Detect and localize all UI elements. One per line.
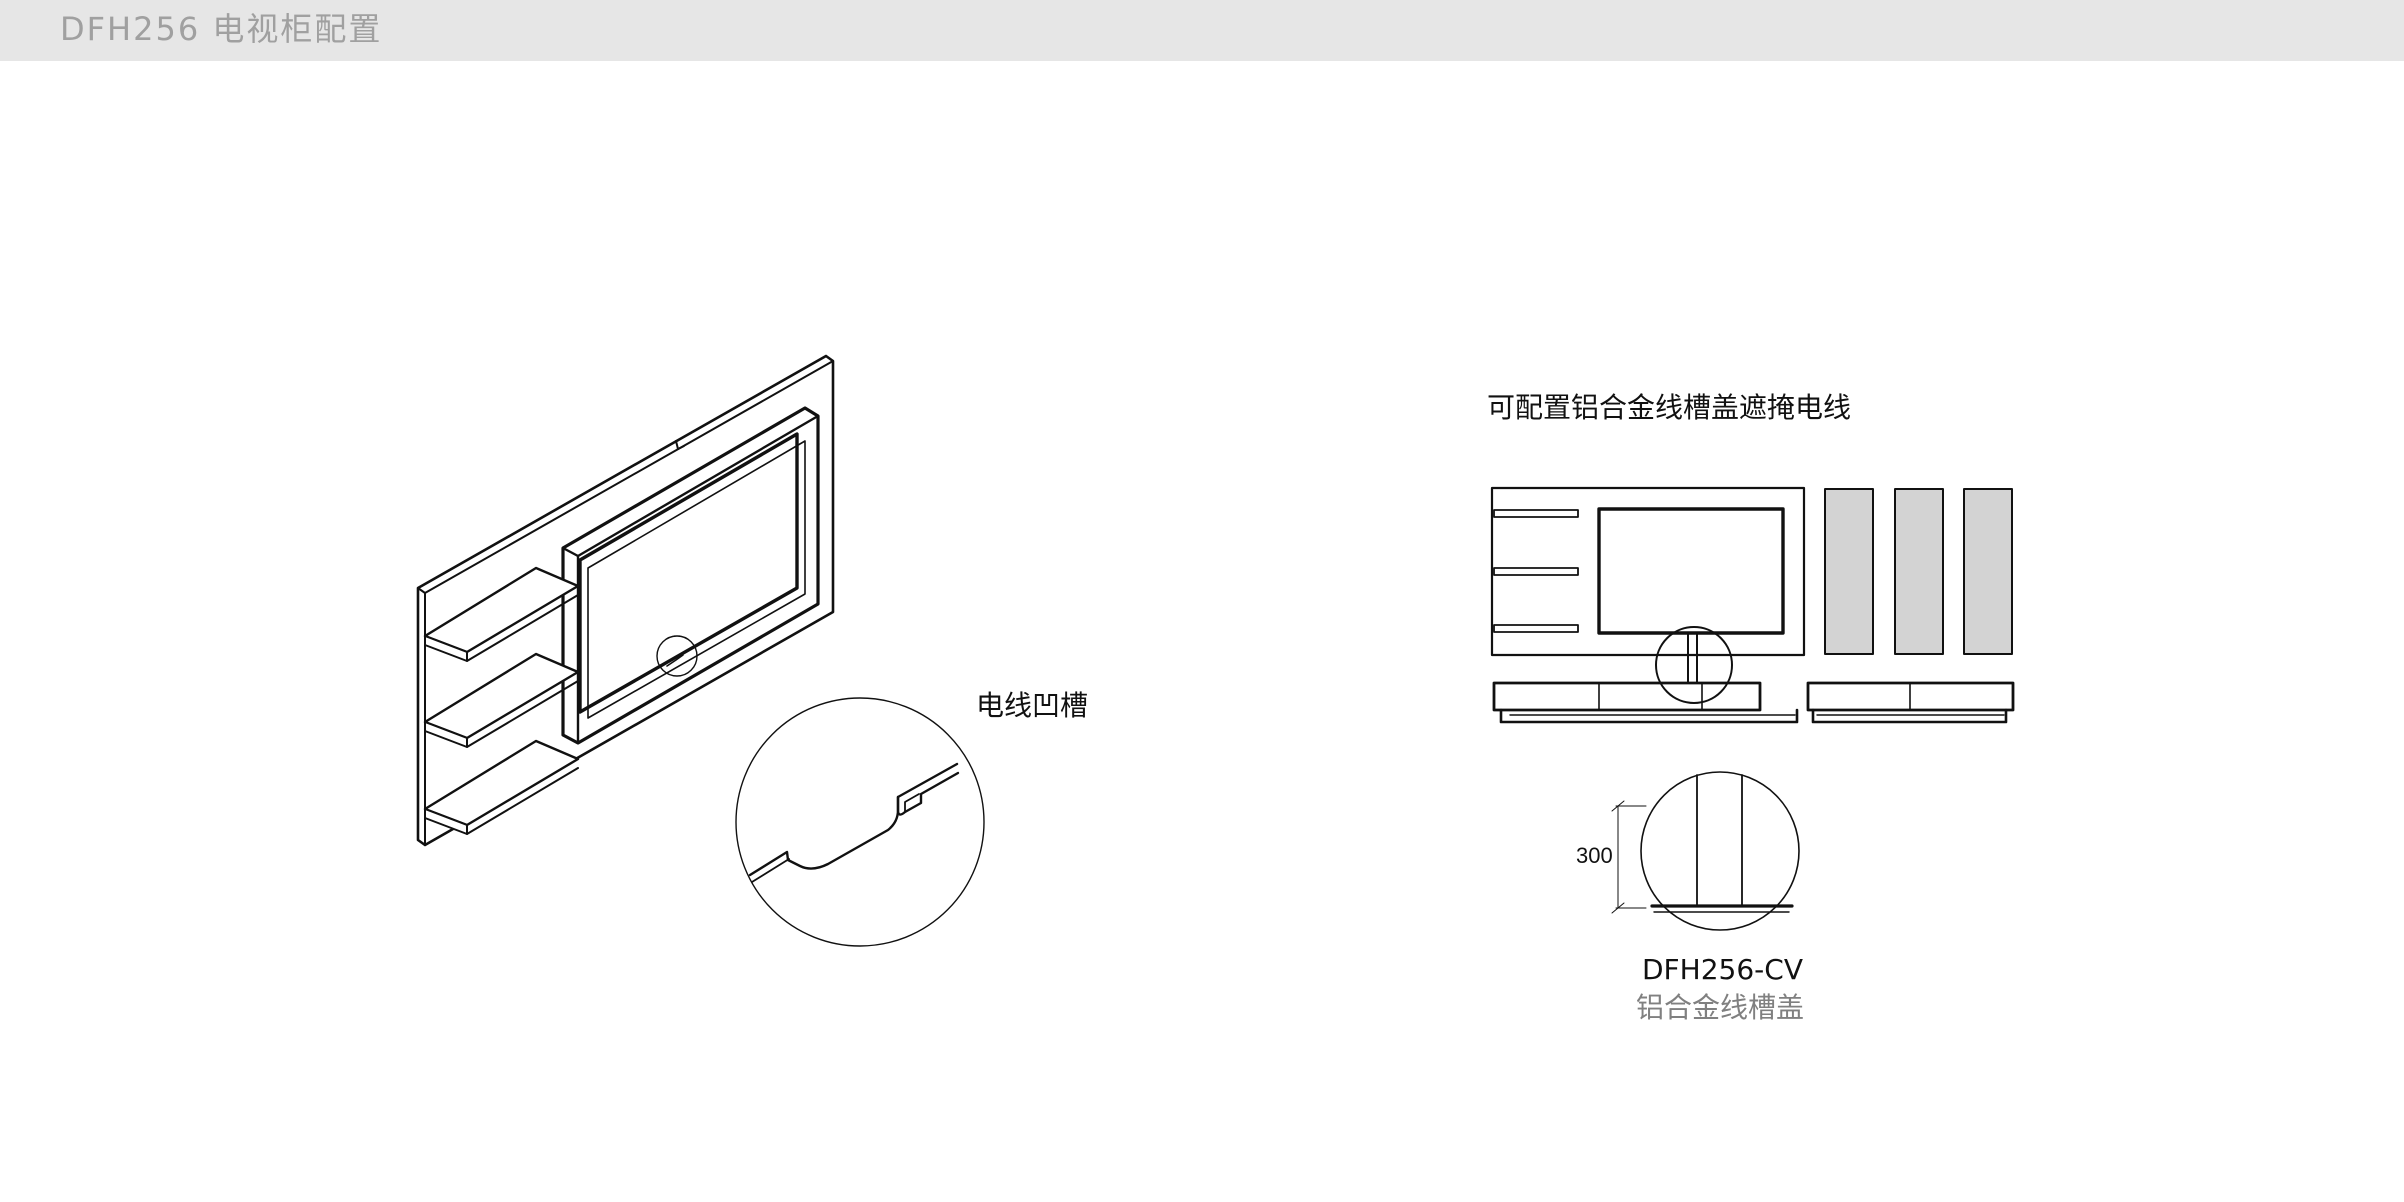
isometric-shelves: [423, 566, 580, 835]
product-name: 铝合金线槽盖: [1636, 991, 1805, 1024]
front-elevation-cable-cover: [1655, 626, 1733, 704]
product-code: DFH256-CV: [1642, 953, 1803, 986]
header-bar: [0, 0, 2404, 61]
cable-cover-detail-zoom: [1640, 771, 1800, 931]
front-elevation-base-cabinets: [1492, 681, 2015, 724]
cover-caption: 可配置铝合金线槽盖遮掩电线: [1487, 391, 1852, 424]
isometric-tv-frame: [561, 406, 820, 745]
dimension-label: 300: [1576, 843, 1613, 868]
front-elevation-side-panels: [1824, 488, 2013, 655]
page-title: DFH256 电视柜配置: [60, 10, 383, 48]
front-elevation-wall-unit: [1490, 486, 1806, 657]
groove-label: 电线凹槽: [976, 689, 1089, 722]
groove-detail-zoom: [735, 697, 985, 947]
dimension-line: [1611, 800, 1647, 914]
